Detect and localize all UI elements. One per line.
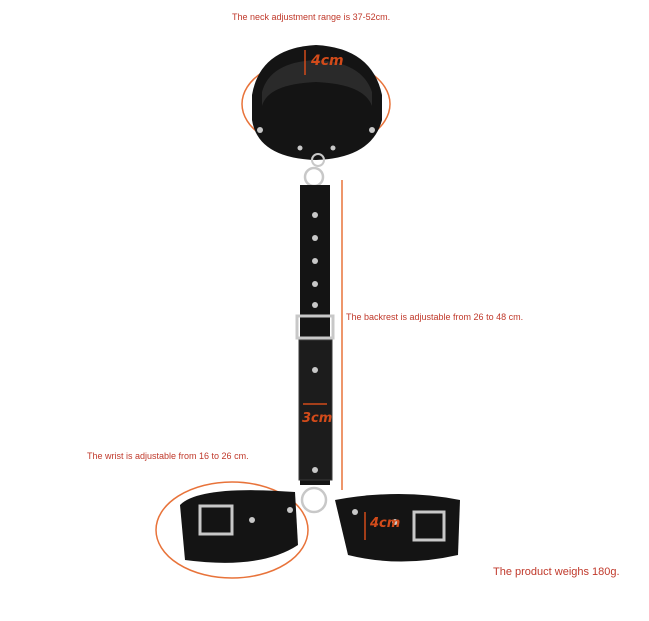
left-cuff-rivet [287,507,293,513]
left-wrist-cuff [155,481,309,579]
strap-keeper [298,339,333,481]
neck-collar [241,45,391,167]
strap-hole [312,258,318,264]
strap-buckle [295,314,335,340]
wrist-annotation: The wrist is adjustable from 16 to 26 cm… [87,451,249,461]
strap-hole [312,467,318,473]
weight-annotation: The product weighs 180g. [493,566,620,578]
left-cuff-rivet [249,517,255,523]
left-cuff-band [180,490,298,563]
collar-inner [262,60,372,106]
strap-hole [312,212,318,218]
strap-hole [312,302,318,308]
right-wrist-cuff [335,494,460,562]
strap-hole [312,367,318,373]
strap-hole [312,235,318,241]
backrest-annotation: The backrest is adjustable from 26 to 48… [346,312,524,322]
right-cuff-rivet [352,509,358,515]
back-strap [295,185,335,485]
strap-hole [312,281,318,287]
left-cuff-buckle [198,504,234,536]
right-cuff-buckle [412,510,446,542]
collar-width-label: 4cm [311,53,344,69]
collar-d-ring [311,153,325,167]
collar-rivet [369,127,375,133]
collar-rivet [330,145,336,151]
right-cuff-rivet [392,519,398,525]
collar-rivet [257,127,263,133]
collar-rivet [297,145,303,151]
wrist-highlight-ellipse [155,481,309,579]
top-o-ring [303,166,325,188]
bottom-o-ring [300,486,328,514]
strap-width-label: 3cm [302,411,333,426]
neck-range-annotation: The neck adjustment range is 37-52cm. [232,12,391,22]
cuff-width-label: 4cm [370,516,401,531]
